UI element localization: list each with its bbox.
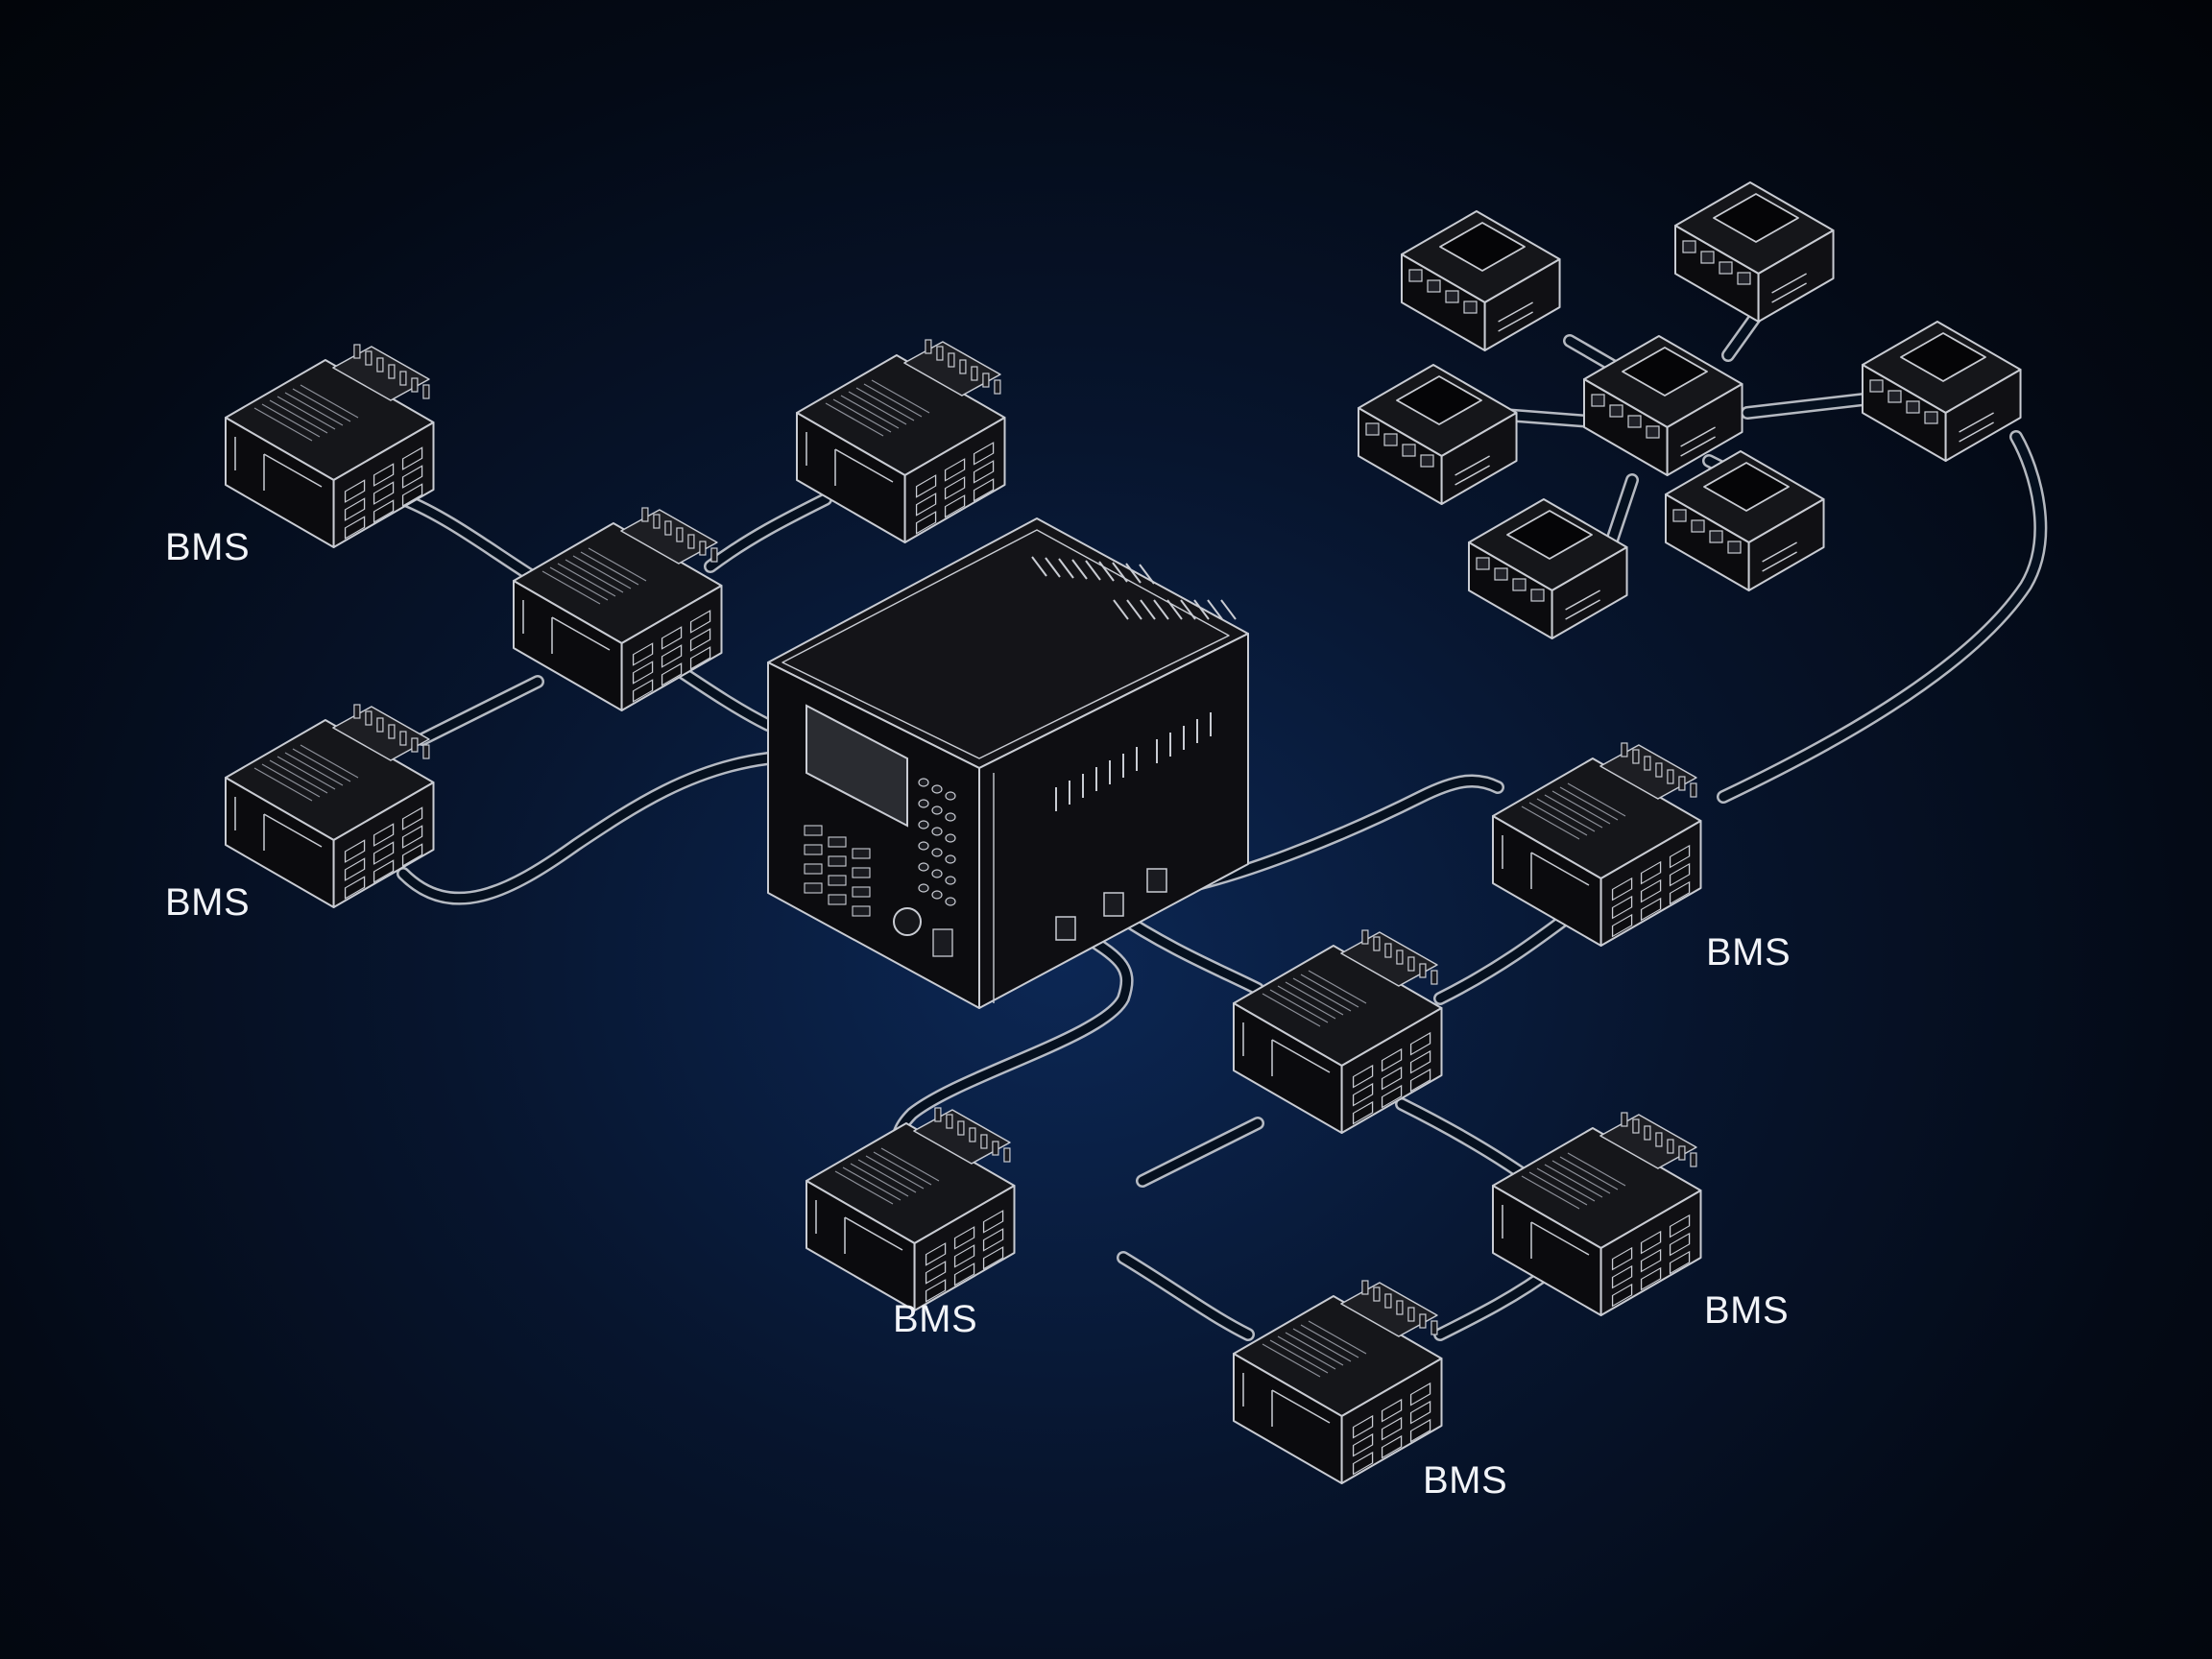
- grille-icon: [1262, 970, 1367, 1027]
- bms-module-bottom-left: [805, 1107, 1016, 1311]
- bms-label-bottom-right: BMS: [1704, 1289, 1790, 1332]
- front-panel: [1242, 1022, 1331, 1076]
- bms-label-top-left: BMS: [165, 526, 251, 568]
- cable-hub-left-to-main: [675, 665, 775, 732]
- connector-comb-icon: [353, 704, 430, 759]
- front-panel: [1242, 1373, 1331, 1427]
- cable-ml-to-hub-left: [416, 675, 544, 746]
- bms-module-top-right: [796, 339, 1006, 543]
- network-link-3: [1741, 392, 1879, 420]
- front-panel: [805, 432, 894, 486]
- cable-tl-to-hub-left: [397, 493, 554, 592]
- cable-ml-to-main: [397, 752, 775, 905]
- connector-comb-icon: [1621, 742, 1697, 798]
- port-array-icon: [1352, 1382, 1431, 1476]
- port-array-icon: [1611, 1214, 1691, 1308]
- vent-icon: [1031, 556, 1237, 620]
- port-array-icon: [915, 442, 995, 535]
- bms-label-mid-left: BMS: [165, 881, 251, 924]
- cable-center-to-bottom-left: [1136, 1117, 1264, 1188]
- display-screen: [805, 704, 908, 828]
- grille-icon: [1521, 1152, 1626, 1210]
- port-array-icon: [925, 1210, 1004, 1303]
- cable-right-to-network: [1717, 430, 2048, 804]
- grille-icon: [1262, 1320, 1367, 1378]
- keypad-icon: [918, 778, 956, 906]
- front-panel: [522, 600, 611, 654]
- cable-bottom-left-to-bottom: [1117, 1251, 1255, 1341]
- connector-comb-icon: [641, 507, 718, 563]
- bms-module-top-left: [225, 344, 435, 548]
- cable-tr-to-hub-left: [704, 493, 832, 573]
- port-array-icon: [632, 610, 711, 703]
- grille-icon: [1521, 782, 1626, 840]
- port-array-icon: [1682, 240, 1751, 285]
- front-panel: [234, 437, 323, 491]
- bms-label-bottom-left: BMS: [893, 1298, 978, 1340]
- connector-comb-icon: [934, 1107, 1011, 1163]
- front-panel: [234, 797, 323, 851]
- grille-icon: [253, 384, 359, 442]
- grille-icon: [834, 1147, 940, 1205]
- bms-module-bottom: [1233, 1280, 1443, 1484]
- bms-module-right: [1492, 742, 1702, 947]
- bms-module-bottom-right: [1492, 1112, 1702, 1316]
- port-array-icon: [344, 806, 423, 900]
- port-array-icon: [1869, 379, 1938, 424]
- bms-label-bottom: BMS: [1423, 1459, 1508, 1502]
- connector-comb-icon: [353, 344, 430, 399]
- front-panel: [815, 1200, 903, 1254]
- grille-icon: [541, 547, 647, 605]
- bms-module-center: [1233, 929, 1443, 1134]
- connector-comb-icon: [1621, 1112, 1697, 1167]
- connector-comb-icon: [1361, 1280, 1438, 1335]
- central-controller: [767, 517, 1249, 1009]
- side-vent-icon: [1055, 712, 1212, 811]
- output-ports: [1055, 868, 1167, 941]
- control-buttons: [804, 825, 871, 917]
- front-panel: [1502, 835, 1590, 889]
- bms-module-mid-left: [225, 704, 435, 908]
- network-node-right: [1862, 321, 2022, 462]
- network-node-top-right: [1674, 181, 1835, 323]
- port-array-icon: [1365, 422, 1434, 468]
- network-node-bottom-right: [1665, 450, 1825, 591]
- grille-icon: [253, 744, 359, 802]
- network-hub: [1583, 335, 1743, 476]
- grille-icon: [825, 379, 930, 437]
- port-array-icon: [1611, 844, 1691, 938]
- port-icon: [932, 928, 953, 957]
- cable-center-to-right: [1433, 905, 1581, 1005]
- network-node-top-left: [1401, 210, 1561, 351]
- connector-comb-icon: [925, 339, 1001, 395]
- network-node-left: [1358, 364, 1518, 505]
- port-array-icon: [1476, 557, 1545, 602]
- bms-module-hub-left: [513, 507, 723, 711]
- bms-label-right: BMS: [1706, 931, 1791, 974]
- port-array-icon: [1672, 509, 1742, 554]
- front-panel: [1502, 1205, 1590, 1259]
- dial-knob-icon: [893, 907, 922, 936]
- network-node-bottom-left: [1468, 498, 1628, 639]
- port-array-icon: [1352, 1031, 1431, 1125]
- port-array-icon: [344, 446, 423, 540]
- port-array-icon: [1408, 269, 1478, 314]
- port-array-icon: [1591, 394, 1660, 439]
- connector-comb-icon: [1361, 929, 1438, 985]
